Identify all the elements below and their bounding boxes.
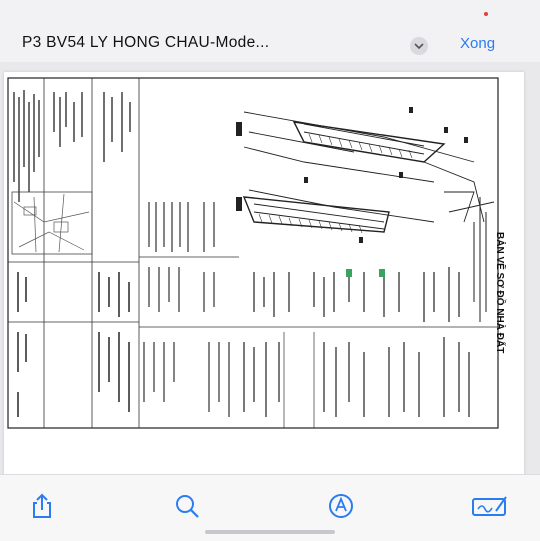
home-indicator [205, 530, 335, 534]
recording-indicator [484, 12, 488, 16]
edit-signature-button[interactable] [470, 491, 510, 521]
done-button[interactable]: Xong [460, 35, 496, 52]
document-heading: BẢN VẼ SƠ ĐỒ NHÀ ĐẤT [494, 232, 507, 353]
chevron-down-icon [414, 43, 424, 50]
markup-icon [329, 494, 353, 518]
status-bar [0, 0, 540, 28]
title-bar: P3 BV54 LY HONG CHAU-Mode... Xong [0, 28, 540, 62]
share-icon [33, 493, 51, 518]
markup-button[interactable] [326, 491, 356, 521]
document-title[interactable]: P3 BV54 LY HONG CHAU-Mode... [22, 34, 270, 51]
document-viewer[interactable]: BẢN VẼ SƠ ĐỒ NHÀ ĐẤT [0, 62, 540, 490]
search-button[interactable] [172, 491, 202, 521]
document-page: BẢN VẼ SƠ ĐỒ NHÀ ĐẤT [4, 72, 524, 490]
scanned-land-plan-drawing: BẢN VẼ SƠ ĐỒ NHÀ ĐẤT [7, 77, 507, 429]
search-icon [176, 495, 199, 518]
edit-signature-icon [472, 496, 507, 516]
share-button[interactable] [27, 491, 57, 521]
bottom-toolbar [0, 474, 540, 541]
title-menu-button[interactable] [410, 37, 428, 55]
